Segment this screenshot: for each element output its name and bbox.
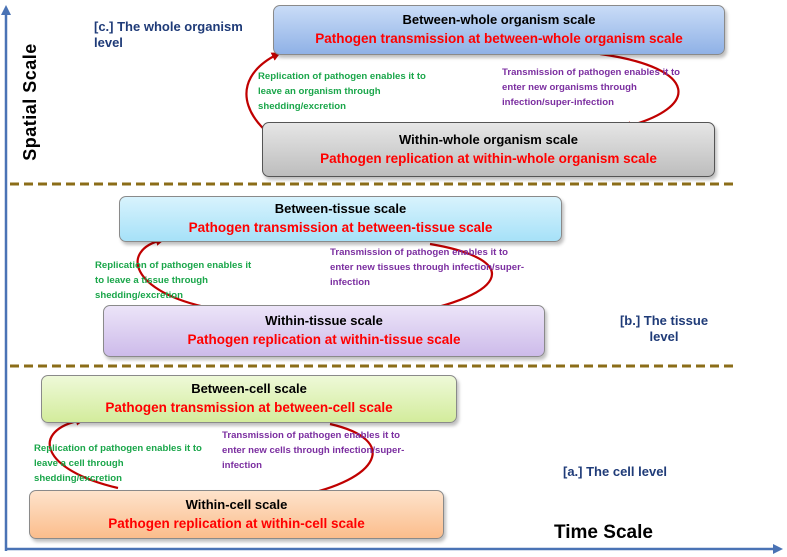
organism-transmission-note: Transmission of pathogen enables it to e…: [502, 67, 681, 108]
cell-replication-note: Replication of pathogen enables it to le…: [34, 443, 202, 484]
between-tissue-subtitle: Pathogen transmission at between-tissue …: [188, 220, 493, 235]
y-axis-label: Spatial Scale: [20, 43, 40, 161]
cell-transmission-note: Transmission of pathogen enables it to e…: [222, 430, 405, 471]
between-tissue-title: Between-tissue scale: [274, 201, 407, 216]
between-cell-box: Between-cell scale Pathogen transmission…: [41, 375, 457, 423]
organism-replication-note: Replication of pathogen enables it to le…: [258, 71, 426, 112]
within-tissue-title: Within-tissue scale: [265, 313, 383, 328]
x-axis-label: Time Scale: [554, 522, 653, 543]
within-organism-box: Within-whole organism scale Pathogen rep…: [262, 122, 715, 177]
level-label-cell: [a.] The cell level: [563, 464, 668, 479]
within-tissue-subtitle: Pathogen replication at within-tissue sc…: [187, 332, 461, 347]
within-organism-subtitle: Pathogen replication at within-whole org…: [320, 150, 657, 166]
between-organism-box: Between-whole organism scale Pathogen tr…: [273, 5, 725, 55]
within-cell-subtitle: Pathogen replication at within-cell scal…: [108, 515, 365, 531]
within-organism-title: Within-whole organism scale: [398, 131, 579, 147]
cell-transmission-arrow: [295, 422, 374, 500]
level-label-tissue: [b.] The tissue level: [619, 313, 709, 344]
between-cell-title: Between-cell scale: [191, 381, 307, 396]
tissue-replication-note: Replication of pathogen enables it to le…: [95, 260, 252, 301]
tissue-replication-arrow: [136, 237, 211, 310]
between-cell-subtitle: Pathogen transmission at between-cell sc…: [105, 400, 393, 415]
between-tissue-box: Between-tissue scale Pathogen transmissi…: [119, 196, 562, 242]
within-tissue-box: Within-tissue scale Pathogen replication…: [103, 305, 545, 357]
between-organism-title: Between-whole organism scale: [402, 12, 596, 27]
within-cell-title: Within-cell scale: [185, 496, 288, 512]
between-organism-subtitle: Pathogen transmission at between-whole o…: [315, 31, 683, 46]
within-cell-box: Within-cell scale Pathogen replication a…: [29, 490, 444, 539]
level-label-organism: [c.] The whole organism level: [94, 19, 243, 50]
tissue-transmission-note: Transmission of pathogen enables it to e…: [330, 247, 525, 288]
cell-replication-arrow: [48, 416, 119, 490]
organism-transmission-arrow: [599, 52, 680, 130]
